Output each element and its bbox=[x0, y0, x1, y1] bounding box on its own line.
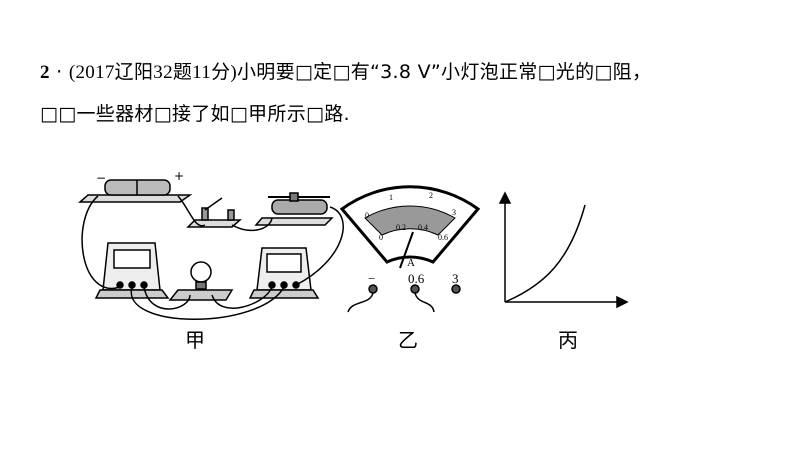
circuit-figure-jia: − + bbox=[78, 169, 344, 352]
ammeter-device-icon bbox=[248, 247, 320, 299]
battery-icon: − + bbox=[78, 169, 193, 203]
question-source: (2017辽阳32题11分) bbox=[68, 62, 237, 83]
caption-bing: 丙 bbox=[558, 328, 578, 352]
separator: · bbox=[56, 61, 63, 83]
terminal-3-label: 3 bbox=[452, 271, 459, 286]
terminal-minus bbox=[368, 284, 378, 294]
top-scale-1: 1 bbox=[389, 193, 393, 202]
graph-figure-bing: 丙 bbox=[498, 191, 629, 352]
rheostat-icon bbox=[254, 192, 334, 226]
wires bbox=[81, 195, 344, 320]
terminal-06-label: 0.6 bbox=[408, 271, 425, 286]
ammeter-dial-figure-yi: 0 1 2 3 0 0.2 0.4 0.6 A − 0.6 3 乙 bbox=[339, 185, 481, 352]
top-scale-2: 2 bbox=[429, 191, 433, 200]
question-text-1: 小明要□定□有“3.8 V”小灯泡正常□光的□阻， bbox=[237, 61, 652, 83]
terminal-minus-label: − bbox=[368, 271, 375, 286]
question-number: 2 bbox=[40, 62, 50, 83]
question-line-2: □□一些器材□接了如□甲所示□路. bbox=[40, 99, 350, 126]
question-line-1: 2 · (2017辽阳32题11分)小明要□定□有“3.8 V”小灯泡正常□光的… bbox=[40, 57, 651, 84]
bottom-scale-02: 0.2 bbox=[396, 223, 406, 232]
bulb-icon bbox=[168, 261, 234, 301]
unit-label: A bbox=[407, 257, 415, 269]
switch-icon bbox=[186, 197, 242, 228]
battery-minus-label: − bbox=[96, 171, 106, 185]
caption-jia: 甲 bbox=[185, 328, 205, 352]
question-text-2: □□一些器材□接了如□甲所示□路. bbox=[40, 103, 350, 125]
curve bbox=[504, 204, 586, 303]
bottom-scale-04: 0.4 bbox=[418, 223, 428, 232]
voltmeter-icon bbox=[94, 242, 170, 299]
bottom-scale-0: 0 bbox=[379, 233, 383, 242]
top-scale-3: 3 bbox=[452, 208, 456, 217]
terminal-06 bbox=[410, 284, 420, 294]
top-scale-0: 0 bbox=[365, 211, 369, 220]
caption-yi: 乙 bbox=[398, 328, 418, 352]
terminal-3 bbox=[451, 284, 461, 294]
battery-plus-label: + bbox=[174, 169, 184, 183]
bottom-scale-06: 0.6 bbox=[438, 233, 448, 242]
